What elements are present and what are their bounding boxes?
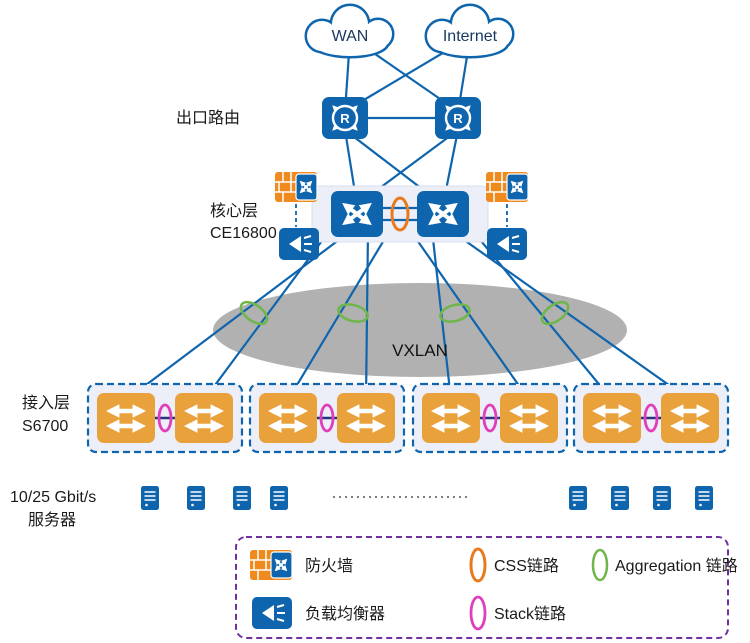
access-stack-group-3: [411, 382, 569, 454]
css-link-legend-label: CSS链路: [494, 557, 559, 575]
stack-link-ellipse: [157, 403, 173, 433]
egress-router-right-icon: [435, 97, 481, 139]
access-switch-icon: [422, 393, 480, 443]
access-switch-icon: [337, 393, 395, 443]
aggregation-link-legend-label: Aggregation 链路: [615, 557, 738, 575]
server-icon: [694, 485, 714, 511]
core-layer-label: 核心层: [210, 202, 258, 220]
aggregation-link-ellipse: [439, 303, 471, 323]
internet-cloud-label: Internet: [443, 28, 498, 45]
stack-link-ellipse: [643, 403, 659, 433]
stack-link-legend-label: Stack链路: [494, 605, 566, 623]
load-balancer-icon-left: [278, 227, 320, 261]
server-icon: [232, 485, 252, 511]
firewall-icon-right: [486, 172, 528, 202]
aggregation-link-ellipse: [540, 300, 570, 326]
load-balancer-legend-icon: [251, 596, 293, 630]
servers-label: 服务器: [28, 511, 76, 529]
server-icon: [269, 485, 289, 511]
server-icon: [568, 485, 588, 511]
css-link-swatch: [469, 547, 487, 583]
load-balancer-icon-right: [486, 227, 528, 261]
css-link-ellipse: [390, 196, 410, 232]
core-model-label: CE16800: [210, 225, 277, 242]
server-icon: [652, 485, 672, 511]
wan-cloud-label: WAN: [332, 28, 369, 45]
load-balancer-legend-label: 负载均衡器: [305, 605, 385, 623]
firewall-legend-icon: [250, 550, 292, 580]
access-stack-group-1: [86, 382, 244, 454]
access-stack-group-4: [572, 382, 730, 454]
legend: 防火墙 负载均衡器 CSS链路 Stack链路 Aggregation 链路: [235, 536, 738, 639]
access-switch-icon: [175, 393, 233, 443]
egress-router-label: 出口路由: [176, 109, 240, 127]
server-row: [140, 485, 714, 511]
aggregation-links: [239, 300, 570, 326]
core-switch-right-icon: [417, 191, 469, 237]
server-icon: [140, 485, 160, 511]
stack-link-ellipse: [482, 403, 498, 433]
aggregation-link-ellipse: [239, 300, 269, 326]
vxlan-label: VXLAN: [392, 341, 448, 360]
access-switch-icon: [97, 393, 155, 443]
server-speed-label: 10/25 Gbit/s: [10, 489, 96, 506]
server-icon: [610, 485, 630, 511]
firewall-icon-left: [275, 172, 317, 202]
firewall-legend-label: 防火墙: [305, 557, 353, 575]
vxlan-overlay: [213, 283, 627, 377]
core-switch-left-icon: [331, 191, 383, 237]
access-switch-icon: [583, 393, 641, 443]
access-model-label: S6700: [22, 418, 68, 435]
access-switch-icon: [661, 393, 719, 443]
access-switch-icon: [500, 393, 558, 443]
access-stack-group-2: [248, 382, 406, 454]
stack-link-ellipse: [319, 403, 335, 433]
uplink-line: [409, 229, 530, 401]
legend-border: [235, 536, 729, 639]
stack-link-swatch: [469, 595, 487, 631]
access-layer-label: 接入层: [22, 394, 70, 412]
aggregation-link-swatch: [591, 548, 609, 582]
aggregation-link-ellipse: [337, 303, 369, 323]
egress-router-left-icon: [322, 97, 368, 139]
access-switch-icon: [259, 393, 317, 443]
server-icon: [186, 485, 206, 511]
